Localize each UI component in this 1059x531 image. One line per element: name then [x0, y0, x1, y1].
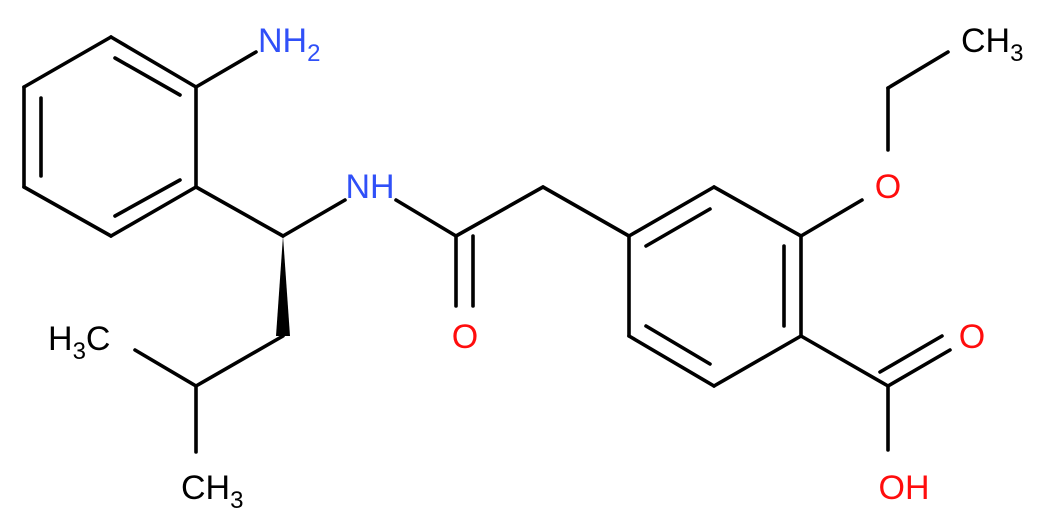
- bond: [878, 334, 944, 374]
- bond: [627, 334, 716, 388]
- bond: [454, 185, 545, 238]
- bond: [644, 207, 712, 248]
- acid-o-label: O: [959, 318, 985, 356]
- amine-label: NH2: [258, 22, 320, 67]
- bond: [113, 56, 182, 97]
- bond: [194, 334, 285, 388]
- bonds: [22, 35, 952, 454]
- bond: [644, 324, 712, 366]
- isobutyl-ch3-left-label: H3C: [48, 320, 110, 365]
- isobutyl-ch3-bottom-label: CH3: [181, 469, 243, 514]
- bond: [109, 185, 198, 238]
- acid-oh-label: OH: [879, 469, 930, 507]
- bond: [799, 198, 864, 238]
- ether-o-label: O: [875, 168, 901, 206]
- bond: [394, 198, 458, 238]
- bond: [799, 334, 890, 388]
- wedge-bond: [276, 236, 290, 336]
- bond: [712, 185, 803, 238]
- bond: [712, 334, 803, 388]
- bond: [133, 348, 198, 388]
- bond: [194, 50, 258, 89]
- amide-nh-label: NH: [345, 168, 394, 206]
- bond: [627, 185, 716, 238]
- bond: [22, 35, 113, 89]
- bond: [194, 185, 285, 238]
- amide-o-label: O: [452, 318, 478, 356]
- bond: [886, 50, 950, 90]
- bond: [281, 198, 347, 238]
- bond: [541, 185, 631, 238]
- bond: [113, 178, 182, 218]
- bond: [109, 35, 198, 89]
- ethyl-ch3-label: CH3: [961, 22, 1023, 67]
- atom-labels: NH2 NH O O CH3 O OH H3C CH3: [48, 22, 1023, 514]
- bond: [886, 348, 952, 388]
- bond: [22, 185, 113, 238]
